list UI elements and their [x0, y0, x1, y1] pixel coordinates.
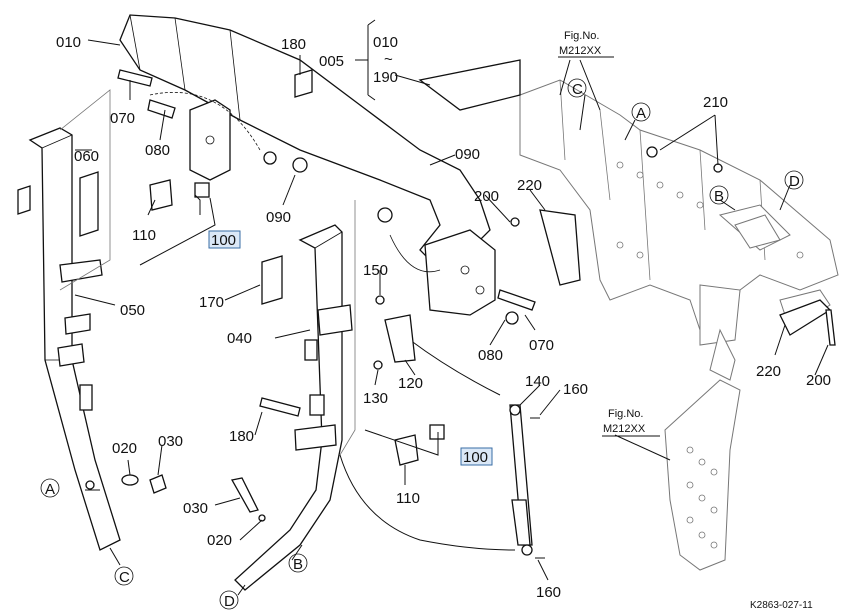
plate-holes [686, 446, 718, 549]
ref-D-bottom: D [224, 593, 235, 610]
label-080-left: 080 [145, 142, 170, 159]
label-200-right: 200 [806, 372, 831, 389]
hardware [85, 69, 836, 522]
reference-circles [40, 78, 804, 610]
label-070-left: 070 [110, 110, 135, 127]
label-110-right: 110 [396, 490, 420, 507]
label-070-right: 070 [529, 337, 554, 354]
label-030-bottom: 030 [183, 500, 208, 517]
ref-letters: C A B D A C B D [45, 81, 800, 610]
label-140: 140 [525, 373, 550, 390]
label-tilde: ~ [384, 51, 393, 68]
figure-references: Fig.No. M212XX Fig.No. M212XX [558, 30, 660, 437]
ref-D-right: D [789, 173, 800, 190]
ref-B-bottom: B [293, 556, 303, 573]
labels [79, 59, 521, 305]
ref-A-top: A [636, 105, 646, 122]
label-030-left: 030 [158, 433, 183, 450]
ref-A-left: A [45, 481, 55, 498]
label-220-right: 220 [756, 363, 781, 380]
label-190: 190 [373, 69, 398, 86]
label-120: 120 [398, 375, 423, 392]
arch-010 [119, 14, 496, 316]
label-020-bottom: 020 [207, 532, 232, 549]
fig-number-top: M212XX [559, 45, 602, 57]
part-100-highlight-2 [460, 447, 493, 466]
label-090-right: 090 [455, 146, 480, 163]
fig-title-top: Fig.No. [564, 30, 599, 42]
label-100-right: 100 [463, 449, 488, 466]
cable-2 [409, 339, 501, 396]
fig-number-bottom: M212XX [603, 423, 646, 435]
label-200-center: 200 [474, 188, 499, 205]
label-110-left: 110 [132, 227, 156, 244]
ref-C-bottom: C [119, 569, 130, 586]
ref-B-right: B [714, 188, 724, 205]
leader-lines [74, 19, 829, 596]
lanyard [149, 91, 261, 151]
label-170: 170 [199, 294, 224, 311]
frame-holes [616, 161, 804, 259]
label-080-right: 080 [478, 347, 503, 364]
ref-C-top: C [572, 81, 583, 98]
post-050 [17, 89, 121, 551]
label-220-center: 220 [517, 177, 542, 194]
label-210: 210 [703, 94, 728, 111]
cable [339, 454, 516, 551]
lanyard-2 [389, 234, 441, 273]
label-050: 050 [120, 302, 145, 319]
label-160-top: 160 [563, 381, 588, 398]
diagram-code: K2863-027-11 [750, 600, 813, 611]
post-040 [234, 200, 356, 591]
label-005: 005 [319, 53, 344, 70]
label-100-left: 100 [211, 232, 236, 249]
label-020-left: 020 [112, 440, 137, 457]
label-010: 010 [56, 34, 81, 51]
label-180-bottom: 180 [229, 428, 254, 445]
label-090-left: 090 [266, 209, 291, 226]
label-130: 130 [363, 390, 388, 407]
label-040: 040 [227, 330, 252, 347]
label-060: 060 [74, 148, 99, 165]
part-100-highlight-1 [208, 230, 241, 249]
fig-title-bottom: Fig.No. [608, 408, 643, 420]
label-010-range: 010 [373, 34, 398, 51]
label-160-bottom: 160 [536, 584, 561, 601]
part-labels: 010 180 005 010 ~ 190 070 080 060 110 09… [56, 34, 831, 601]
label-150: 150 [363, 262, 388, 279]
label-180-top: 180 [281, 36, 306, 53]
gas-strut-140 [509, 404, 545, 559]
